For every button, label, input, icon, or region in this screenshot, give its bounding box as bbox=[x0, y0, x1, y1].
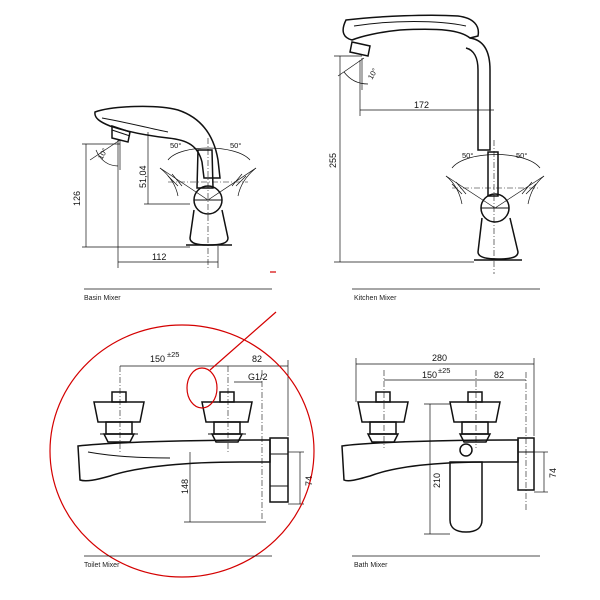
kitchen-angle-right: 50° bbox=[516, 151, 527, 160]
toilet-caption: Toilet Mixer bbox=[84, 562, 120, 569]
bath-outlet-dim: 74 bbox=[548, 468, 558, 478]
basin-angle-left: 50° bbox=[170, 141, 181, 150]
kitchen-tilt-angle: 10° bbox=[366, 67, 379, 81]
bath-center-dim: 150 bbox=[422, 370, 437, 380]
highlight-leader bbox=[209, 311, 277, 371]
highlight-ellipse bbox=[49, 324, 315, 578]
basin-height-dim: 126 bbox=[72, 191, 82, 206]
highlight-circle bbox=[186, 367, 218, 409]
toilet-height-dim: 148 bbox=[180, 479, 190, 494]
toilet-outlet-dim: 74 bbox=[304, 476, 314, 486]
basin-spout-height-dim: 51,04 bbox=[138, 165, 148, 188]
kitchen-reach-dim: 172 bbox=[414, 100, 429, 110]
basin-angle-right: 50° bbox=[230, 141, 241, 150]
kitchen-angle-left: 50° bbox=[462, 151, 473, 160]
toilet-mixer-drawing: 150 ±25 82 G1/2 148 74 bbox=[49, 271, 315, 578]
bath-caption: Bath Mixer bbox=[354, 562, 388, 569]
basin-caption: Basin Mixer bbox=[84, 295, 121, 302]
toilet-thread-dim: G1/2 bbox=[248, 372, 268, 382]
toilet-offset-dim: 82 bbox=[252, 354, 262, 364]
basin-width-dim: 112 bbox=[152, 252, 166, 262]
basin-mixer-drawing: 126 51,04 112 50° 50° 10° bbox=[72, 105, 257, 270]
kitchen-caption: Kitchen Mixer bbox=[354, 295, 397, 302]
toilet-center-dim: 150 bbox=[150, 354, 165, 364]
bath-center-tolerance: ±25 bbox=[438, 366, 450, 375]
bath-mixer-drawing: 280 150 ±25 82 210 74 bbox=[341, 353, 558, 535]
bath-width-dim: 280 bbox=[432, 353, 447, 363]
bath-offset-dim: 82 bbox=[494, 370, 504, 380]
bath-height-dim: 210 bbox=[432, 473, 442, 488]
kitchen-mixer-drawing: 255 172 50° 50° 10° bbox=[328, 14, 545, 274]
toilet-center-tolerance: ±25 bbox=[167, 350, 179, 359]
kitchen-height-dim: 255 bbox=[328, 153, 338, 168]
